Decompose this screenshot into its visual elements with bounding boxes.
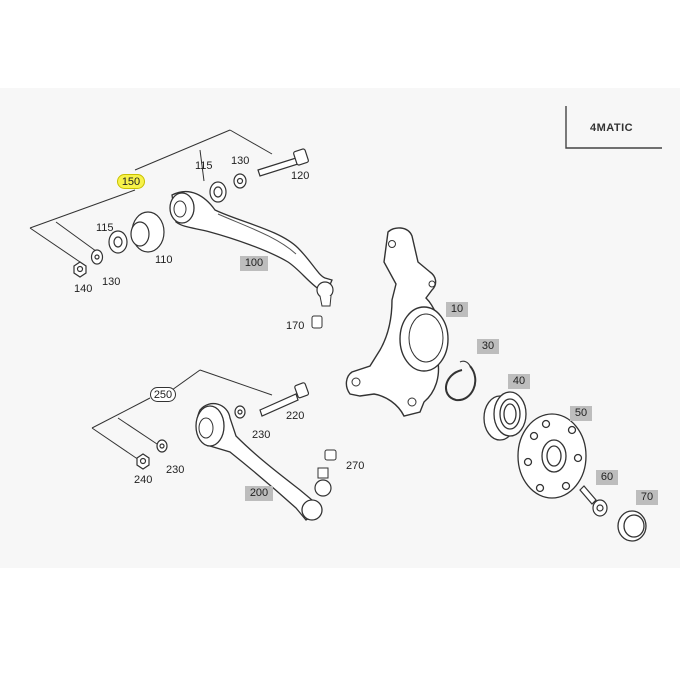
circlip <box>445 360 477 402</box>
lower-arm-leader-lines <box>91 369 273 463</box>
part-badge-10[interactable]: 10 <box>446 302 468 317</box>
upper-arm-hardware <box>73 148 309 278</box>
label-130-lower: 130 <box>102 276 121 288</box>
hub-bolt <box>579 485 608 517</box>
part-badge-30[interactable]: 30 <box>477 339 499 354</box>
part-badge-60[interactable]: 60 <box>596 470 618 485</box>
upper-arm-leader-lines <box>29 129 273 263</box>
callout-150[interactable]: 150 <box>117 174 145 189</box>
label-120: 120 <box>291 170 310 182</box>
upper-control-arm <box>169 190 334 329</box>
label-110: 110 <box>155 254 173 266</box>
part-badge-100[interactable]: 100 <box>240 256 268 271</box>
label-220: 220 <box>286 410 305 422</box>
steering-knuckle <box>345 227 449 417</box>
label-240: 240 <box>134 474 153 486</box>
label-170: 170 <box>286 320 305 332</box>
label-115-lower: 115 <box>96 222 114 234</box>
lower-arm-hardware <box>136 382 310 470</box>
callout-250[interactable]: 250 <box>150 387 176 402</box>
part-badge-70[interactable]: 70 <box>636 490 658 505</box>
label-230-upper: 230 <box>252 429 271 441</box>
part-badge-40[interactable]: 40 <box>508 374 530 389</box>
lower-control-arm <box>195 402 337 521</box>
wheel-hub <box>517 413 587 499</box>
logo-frame <box>565 106 662 149</box>
label-270: 270 <box>346 460 365 472</box>
4matic-logo: 4MATIC <box>590 122 634 134</box>
part-badge-200[interactable]: 200 <box>245 486 273 501</box>
label-115-upper: 115 <box>195 160 213 172</box>
part-badge-50[interactable]: 50 <box>570 406 592 421</box>
label-230-lower: 230 <box>166 464 185 476</box>
wheel-bearing <box>483 391 527 441</box>
label-130-upper: 130 <box>231 155 250 167</box>
dust-cap <box>617 510 647 542</box>
label-140: 140 <box>74 283 93 295</box>
